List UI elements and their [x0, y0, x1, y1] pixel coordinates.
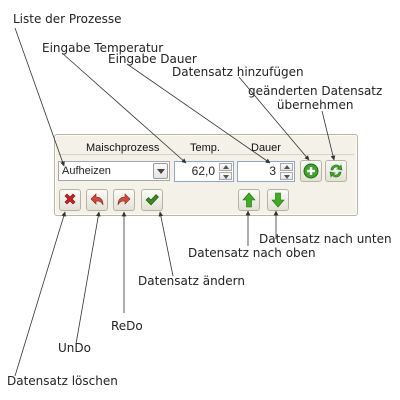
callout-duration-input: Eingabe Dauer: [108, 52, 197, 66]
callout-change-record: Datensatz ändern: [138, 274, 245, 288]
checkmark-icon: [145, 194, 159, 206]
temp-value: 62,0: [191, 164, 215, 178]
header-temp: Temp.: [190, 142, 220, 154]
line-change-record: [158, 211, 174, 277]
delete-record-button[interactable]: [59, 189, 81, 211]
temp-spin-up-icon[interactable]: [219, 163, 232, 171]
process-select[interactable]: Aufheizen: [58, 161, 170, 181]
header-process: Maischprozess: [86, 142, 160, 154]
plus-circle-icon: [303, 163, 319, 179]
callout-apply-record: geänderten Datensatz übernehmen: [248, 84, 382, 112]
chevron-down-icon[interactable]: [153, 163, 168, 179]
callout-add-record: Datensatz hinzufügen: [172, 65, 304, 79]
duration-spin-up-icon[interactable]: [280, 163, 293, 171]
add-record-button[interactable]: [300, 160, 322, 182]
redo-arrow-icon: [117, 193, 131, 206]
line-undo: [75, 211, 101, 345]
callout-redo: ReDo: [111, 319, 143, 333]
callout-delete-record: Datensatz löschen: [7, 374, 118, 388]
callout-move-down: Datensatz nach unten: [259, 232, 392, 246]
move-down-button[interactable]: [267, 189, 289, 211]
header-divider: [58, 154, 354, 155]
move-up-button[interactable]: [238, 189, 260, 211]
arrow-down-icon: [271, 192, 285, 208]
callout-move-up: Datensatz nach oben: [188, 246, 316, 260]
undo-arrow-icon: [90, 193, 104, 206]
temp-input[interactable]: 62,0: [174, 161, 234, 182]
callout-apply-line2: übernehmen: [276, 98, 354, 112]
process-select-value: Aufheizen: [62, 165, 111, 177]
undo-button[interactable]: [86, 189, 108, 211]
callout-undo: UnDo: [58, 341, 91, 355]
temp-spin-down-icon[interactable]: [219, 172, 232, 180]
delete-x-icon: [64, 193, 76, 205]
redo-button[interactable]: [113, 189, 135, 211]
duration-spin-down-icon[interactable]: [280, 172, 293, 180]
arrow-up-icon: [242, 192, 256, 208]
refresh-icon: [329, 164, 343, 178]
duration-value: 3: [269, 164, 276, 178]
header-duration: Dauer: [251, 142, 281, 154]
duration-input[interactable]: 3: [237, 161, 295, 182]
apply-record-button[interactable]: [325, 160, 347, 182]
callout-temp-input: Eingabe Temperatur: [42, 41, 164, 55]
change-record-button[interactable]: [141, 189, 163, 211]
callout-process-list: Liste der Prozesse: [13, 12, 122, 26]
callout-apply-line1: geänderten Datensatz: [248, 84, 383, 98]
